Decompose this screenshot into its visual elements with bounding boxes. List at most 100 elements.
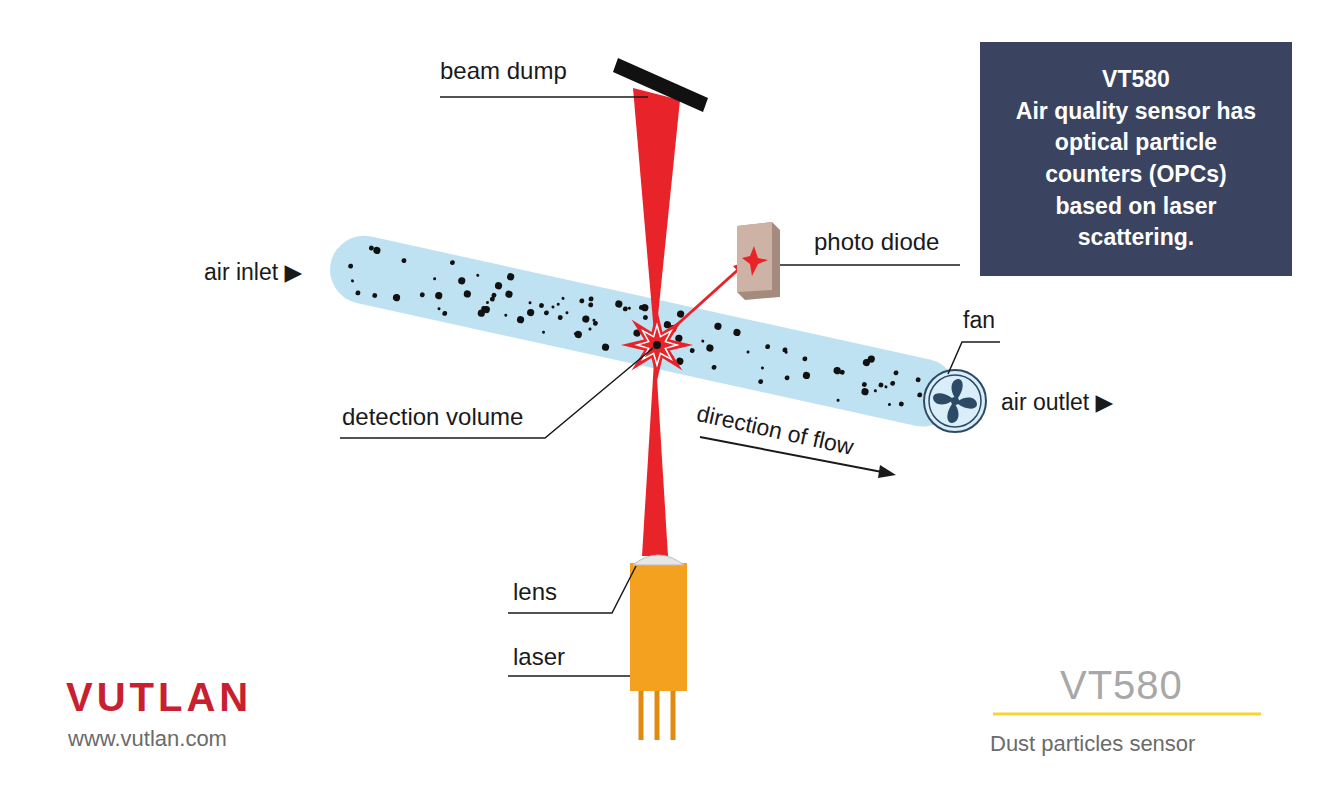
particle-dot — [355, 290, 361, 296]
particle-dot — [556, 303, 560, 307]
particle-dot — [878, 382, 884, 388]
brand-logo: VUTLAN — [66, 674, 252, 720]
detection-burst — [621, 309, 693, 381]
particle-dot — [457, 277, 466, 286]
particle-dot — [890, 380, 896, 386]
panel-heading: VT580 — [1102, 64, 1170, 96]
fan-label: fan — [963, 307, 995, 333]
particle-dot — [917, 392, 923, 398]
particle-dot — [784, 350, 788, 354]
particle-dot — [639, 305, 645, 311]
particle-dot — [528, 301, 532, 305]
particle-dot — [884, 385, 888, 389]
particle-dot — [434, 291, 443, 300]
particle-dot — [898, 401, 904, 407]
particle-dot — [526, 308, 535, 317]
particle-dot — [551, 305, 555, 309]
particle-dot — [689, 348, 695, 354]
detection-volume-label: detection volume — [342, 403, 523, 431]
leader-lines — [340, 97, 1000, 676]
particle-dot — [506, 272, 515, 281]
particle-dot — [369, 245, 375, 251]
particle-dot — [588, 296, 594, 302]
particle-dot — [833, 366, 842, 375]
particle-dot — [486, 301, 490, 305]
accent-rule — [993, 713, 1261, 716]
particle-dot — [557, 315, 563, 321]
particle-dot — [862, 382, 868, 388]
particle-dot — [802, 356, 808, 362]
laser-body — [630, 555, 687, 740]
particle-dot — [582, 315, 591, 324]
particle-dot — [348, 263, 354, 269]
particle-dot — [392, 293, 401, 302]
particle-dot — [588, 327, 592, 331]
particle-dot — [544, 310, 550, 316]
panel-body: Air quality sensor has optical particle … — [1011, 96, 1261, 255]
particle-dot — [588, 302, 594, 308]
particle-dot — [437, 307, 441, 311]
particle-dot — [372, 293, 378, 299]
info-panel: VT580Air quality sensor has optical part… — [980, 42, 1292, 276]
laser-beam — [642, 345, 668, 556]
particle-dot — [761, 366, 765, 370]
particle-dot — [592, 318, 596, 322]
particle-dot — [463, 290, 472, 299]
particle-dot — [505, 290, 514, 299]
particle-dot — [758, 379, 764, 385]
particle-dot — [915, 377, 921, 383]
model-name: VT580 — [1060, 662, 1183, 708]
particle-dot — [565, 311, 569, 315]
particle-dot — [601, 343, 610, 352]
photo-diode-body — [737, 222, 780, 300]
air-tube — [324, 229, 964, 433]
lens-shape — [633, 555, 684, 565]
photo-diode-label: photo diode — [814, 228, 939, 256]
laser-label: laser — [513, 643, 565, 671]
particle-dot — [494, 281, 503, 290]
particle-dot — [784, 375, 790, 381]
particle-dot — [579, 298, 585, 304]
particle-dot — [874, 389, 878, 393]
particle-dot — [489, 296, 495, 302]
laser-beam — [633, 88, 680, 345]
particle-dot — [351, 279, 355, 283]
lens-label: lens — [513, 578, 557, 606]
particle-dot — [516, 315, 525, 324]
particle-dot — [574, 330, 583, 339]
particle-dot — [746, 350, 750, 354]
particle-dot — [476, 274, 480, 278]
particle-dot — [893, 370, 899, 376]
fan-symbol — [924, 370, 986, 432]
particles — [342, 239, 938, 422]
particle-dot — [574, 332, 578, 336]
particle-dot — [628, 306, 632, 310]
particle-dot — [836, 399, 840, 403]
particle-dot — [442, 311, 448, 317]
particle-dot — [542, 330, 546, 334]
particle-dot — [733, 328, 742, 337]
tube-body — [324, 229, 964, 433]
particle-dot — [802, 371, 811, 380]
website-url: www.vutlan.com — [68, 726, 227, 751]
product-caption: Dust particles sensor — [990, 731, 1195, 756]
particle-dot — [539, 303, 545, 309]
particle-dot — [419, 292, 425, 298]
particle-dot — [450, 260, 456, 266]
particle-dot — [765, 344, 771, 350]
particle-dot — [711, 364, 717, 370]
particle-dot — [401, 258, 407, 264]
air-inlet-label: air inlet ▶ — [204, 259, 302, 285]
particle-dot — [433, 277, 437, 281]
particle-dot — [706, 344, 715, 353]
air-outlet-label: air outlet ▶ — [1001, 389, 1113, 415]
beam-dump-plate — [613, 58, 708, 112]
particle-dot — [714, 322, 723, 331]
particle-dot — [888, 403, 892, 407]
particle-dot — [643, 315, 649, 321]
particle-dot — [615, 300, 624, 309]
particle-dot — [861, 387, 870, 396]
particle-dot — [862, 358, 871, 367]
beam-dump-label: beam dump — [440, 57, 567, 85]
particle-dot — [622, 306, 628, 312]
